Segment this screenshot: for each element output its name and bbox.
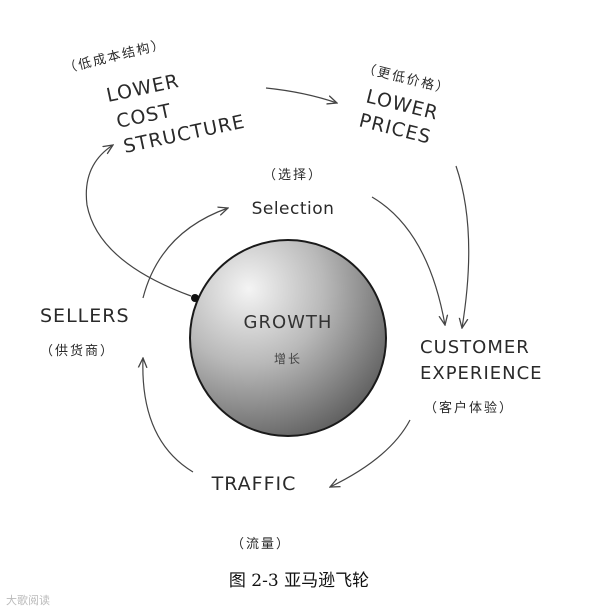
arrow-selection-to-customer: [371, 196, 445, 325]
pivot-dot: [191, 294, 199, 302]
selection-zh-label: （选择）: [263, 168, 323, 183]
growth-circle: [189, 239, 387, 437]
traffic-label: TRAFFIC: [211, 473, 297, 495]
traffic-zh-label: （流量）: [231, 537, 291, 552]
arrow-cost-to-prices: [265, 87, 337, 103]
arrow-customer-to-traffic: [330, 419, 411, 487]
arrow-prices-to-customer: [455, 165, 470, 328]
arrow-traffic-to-sellers: [143, 358, 194, 473]
lower-cost-zh-label: （低成本结构）: [62, 37, 168, 77]
lower-cost-line-1: LOWER: [104, 70, 181, 107]
selection-label: Selection: [252, 199, 335, 219]
arrow-sellers-to-selection: [142, 208, 228, 299]
sellers-zh-label: （供货商）: [40, 343, 115, 359]
watermark: 大歌阅读: [6, 593, 50, 607]
growth-sub-label: 增长: [274, 352, 302, 366]
arrow-pivot-to-cost: [85, 145, 192, 297]
figure-caption: 图 2-3 亚马逊飞轮: [229, 571, 369, 591]
growth-label: GROWTH: [244, 312, 333, 333]
customer-experience-zh-label: （客户体验）: [424, 400, 514, 416]
customer-experience-line-2: EXPERIENCE: [420, 363, 543, 384]
customer-experience-line-1: CUSTOMER: [420, 337, 530, 358]
sellers-label: SELLERS: [40, 305, 130, 327]
